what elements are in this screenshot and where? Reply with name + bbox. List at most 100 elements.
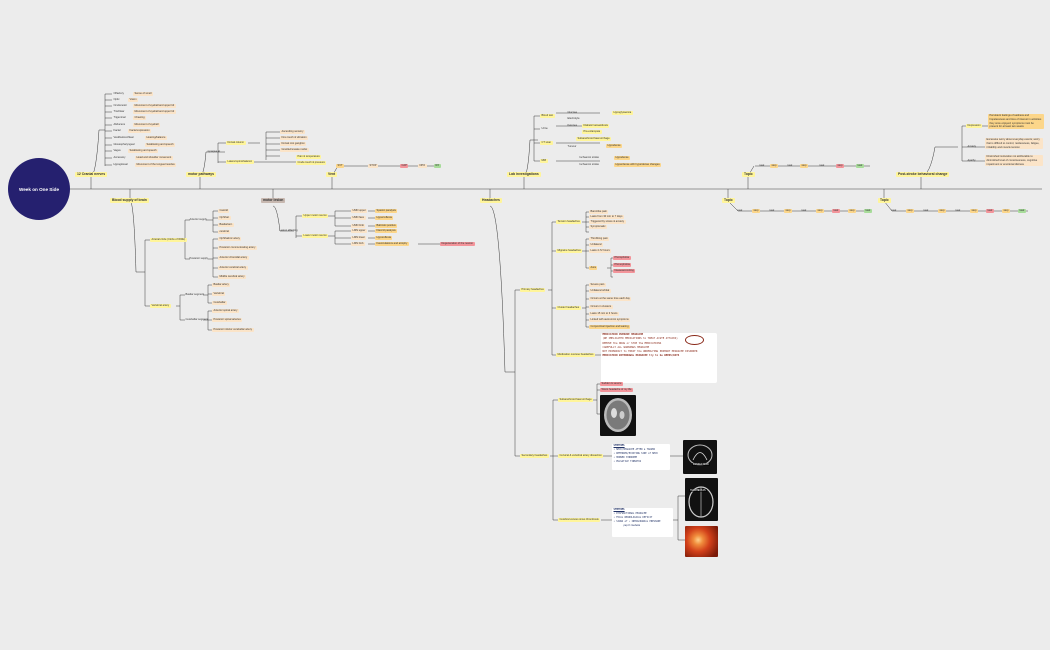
cranial-nerve-name: Trochlear	[113, 110, 125, 113]
thrombosis-image: THROMBOSIS	[685, 478, 718, 521]
cranial-nerve-name: Facial	[113, 129, 121, 132]
branch-topic-2[interactable]: Topic	[722, 198, 735, 203]
blood-item: Posterior spinal arteries	[212, 318, 243, 322]
motor-item: Dorsal root ganglion	[280, 142, 307, 146]
headache-sah: Subarachnoid haemorrhage	[558, 398, 594, 402]
lab-value: Tumour	[567, 145, 577, 148]
topic3-step: task	[955, 209, 961, 212]
topic1-step: step	[836, 164, 844, 168]
headache-item: Lasts from 30 min to 7 days	[589, 215, 624, 219]
headache-item: Throbbing pain	[589, 237, 610, 241]
blood-item: Anterior spinal artery	[212, 309, 239, 313]
blood-item: Vertebral	[212, 292, 226, 296]
dissection-tag: DISSECTION	[692, 463, 710, 466]
blood-item: Basilar/ant.	[218, 223, 234, 227]
branch-post-stroke[interactable]: Post-stroke behavioral change	[896, 172, 950, 177]
branch-topic-3[interactable]: Topic	[878, 198, 891, 203]
motor-sub: Crude touch & pressure	[296, 161, 327, 165]
moh-note: (WE IMPLICATED MEDICATIONS to TREAT ACUT…	[602, 337, 678, 341]
thrombosis-tag: THROMBOSIS	[689, 489, 707, 492]
lab-value: Ischaemic stroke	[579, 163, 599, 166]
lesion-umn: Upper motor neuron	[302, 214, 329, 218]
post-stroke-key: Anxiety	[967, 145, 977, 148]
moh-note: REMOVE the DRUG or STOP the MEDICATIONS	[602, 341, 662, 345]
topic1-step: task	[819, 164, 825, 167]
branch-blood-supply[interactable]: Blood supply of brain	[110, 198, 149, 203]
blood-vertebral: Vertebral artery	[150, 304, 171, 308]
headache-item: Linked with autonomic symptoms	[589, 318, 631, 322]
motor-item: Ascending sensory	[280, 130, 305, 134]
branch-headaches[interactable]: Headaches	[480, 198, 502, 203]
branch-topic-1[interactable]: Topic	[742, 172, 755, 177]
blood-circle: Arterial circle (Circle of Willis)	[150, 238, 187, 242]
central-topic-label: Week on One Side	[19, 186, 59, 192]
topic3-step: task	[923, 209, 929, 212]
headache-item: Triggered by stress & anxiety	[589, 220, 626, 224]
cranial-nerve-name: Accessory	[113, 156, 126, 159]
branch-motor-pathways[interactable]: motor pathways	[186, 172, 216, 177]
lab-target: Hypodense	[606, 144, 623, 148]
cranial-nerve-name: Hypoglossal	[113, 163, 128, 166]
lesion-value: Flaccid paralysis	[375, 229, 398, 233]
sinus-notes-card: SYMPTOMS • DYSFUNCTIONAL HEADACHE • FOCA…	[612, 508, 673, 537]
cranial-nerve-function: Hearing/balance	[145, 136, 167, 140]
cranial-nerve-function: Sense of smell	[133, 92, 154, 96]
dissection-symptom: • REFERRED/EXISTING SIDE of NECK	[613, 452, 658, 455]
headache-item: Unilateral orbital	[589, 289, 611, 293]
cranial-nerve-function: Swallowing and speech	[128, 149, 159, 153]
vent-step: NPO	[418, 164, 427, 168]
lab-target: Hypodense	[614, 156, 631, 160]
lesion-sub: UMN face	[351, 216, 366, 220]
cranial-nerve-name: Trigeminal	[113, 116, 126, 119]
headache-primary: Primary headaches	[520, 288, 546, 292]
cranial-nerve-name: Oculomotor	[113, 104, 127, 107]
cranial-nerve-function: Swallowing and speech	[145, 143, 176, 147]
lab-target: Hypoglycaemia	[612, 111, 633, 115]
lesion-value: Spastic paralysis	[375, 209, 398, 213]
topic2-step: step	[848, 209, 856, 213]
headache-item: Nausea/vomiting	[613, 269, 636, 273]
cranial-nerve-name: Abducens	[113, 123, 126, 126]
motor-item: Gracile/cuneate nuclei	[280, 148, 309, 152]
motor-item: Fine touch & vibration	[280, 136, 309, 140]
topic2-step: task	[769, 209, 775, 212]
lesion-value: Babinski positive	[375, 224, 398, 228]
headache-moh: Medication overuse headaches	[556, 353, 595, 357]
blood-vert-b: Cerebellar segment	[185, 318, 209, 321]
cranial-nerve-function: Head and shoulder movement	[135, 156, 173, 160]
headache-item: Band-like pain	[589, 210, 609, 214]
blood-vert-a: Basilar segment	[185, 293, 205, 296]
cranial-nerve-name: Vestibulocochlear	[113, 136, 134, 139]
branch-cranial-nerves[interactable]: 12 Cranial nerves	[75, 172, 108, 177]
blood-posterior: Posterior supply	[189, 257, 209, 260]
moh-note: MEDICATION OVERUSE HEADACHE	[602, 333, 644, 336]
headache-tension: Tension headaches	[556, 220, 582, 224]
motor-sub: Pain & temperature	[296, 155, 322, 159]
branch-vent[interactable]: Vent	[326, 172, 338, 177]
blood-item: Carotid	[218, 209, 230, 213]
topic1-step: task	[759, 164, 765, 167]
post-stroke-key: Depression	[966, 124, 983, 128]
headache-item: Lasts 15 min to 3 hours	[589, 312, 619, 316]
headache-item: Lasts 4-72 hours	[589, 249, 612, 253]
motor-label: synapse at	[207, 150, 221, 153]
cranial-nerve-name: Optic	[113, 98, 120, 101]
branch-lab-investigations[interactable]: Lab investigations	[507, 172, 541, 177]
headache-item: Occurs at the same time each day	[589, 297, 632, 301]
cranial-nerve-function: Movement of eyeball and upper lid	[133, 104, 176, 108]
moh-note: NOT PRIMARILY to TREAT the UNDERLYING PR…	[602, 350, 698, 354]
cranial-nerve-function: Chewing	[133, 116, 147, 120]
lesion-value: Hyporeflexia	[375, 236, 393, 240]
blood-item: Basilar artery	[212, 283, 231, 287]
moh-note: MEDICATION WITHDRAWAL HEADACHE try to be…	[602, 354, 680, 358]
topic2-step: task	[801, 209, 807, 212]
cranial-nerve-function: Movement of the tongue/muscles	[135, 163, 177, 167]
branch-motor-lesion[interactable]: motor lesion	[261, 198, 286, 203]
central-topic[interactable]: Week on One Side	[8, 158, 70, 220]
cranial-nerve-name: Glossopharyngeal	[113, 143, 135, 146]
dissection-symptom: • NECK/HEADACHE AFTER a TRAUMA	[613, 448, 656, 451]
headache-item: Conjunctival injection and tearing	[589, 325, 631, 329]
headache-item: Aura	[589, 266, 598, 270]
moh-note: CAREFULLY ALL WARNINGS HEADACHE	[602, 345, 650, 349]
